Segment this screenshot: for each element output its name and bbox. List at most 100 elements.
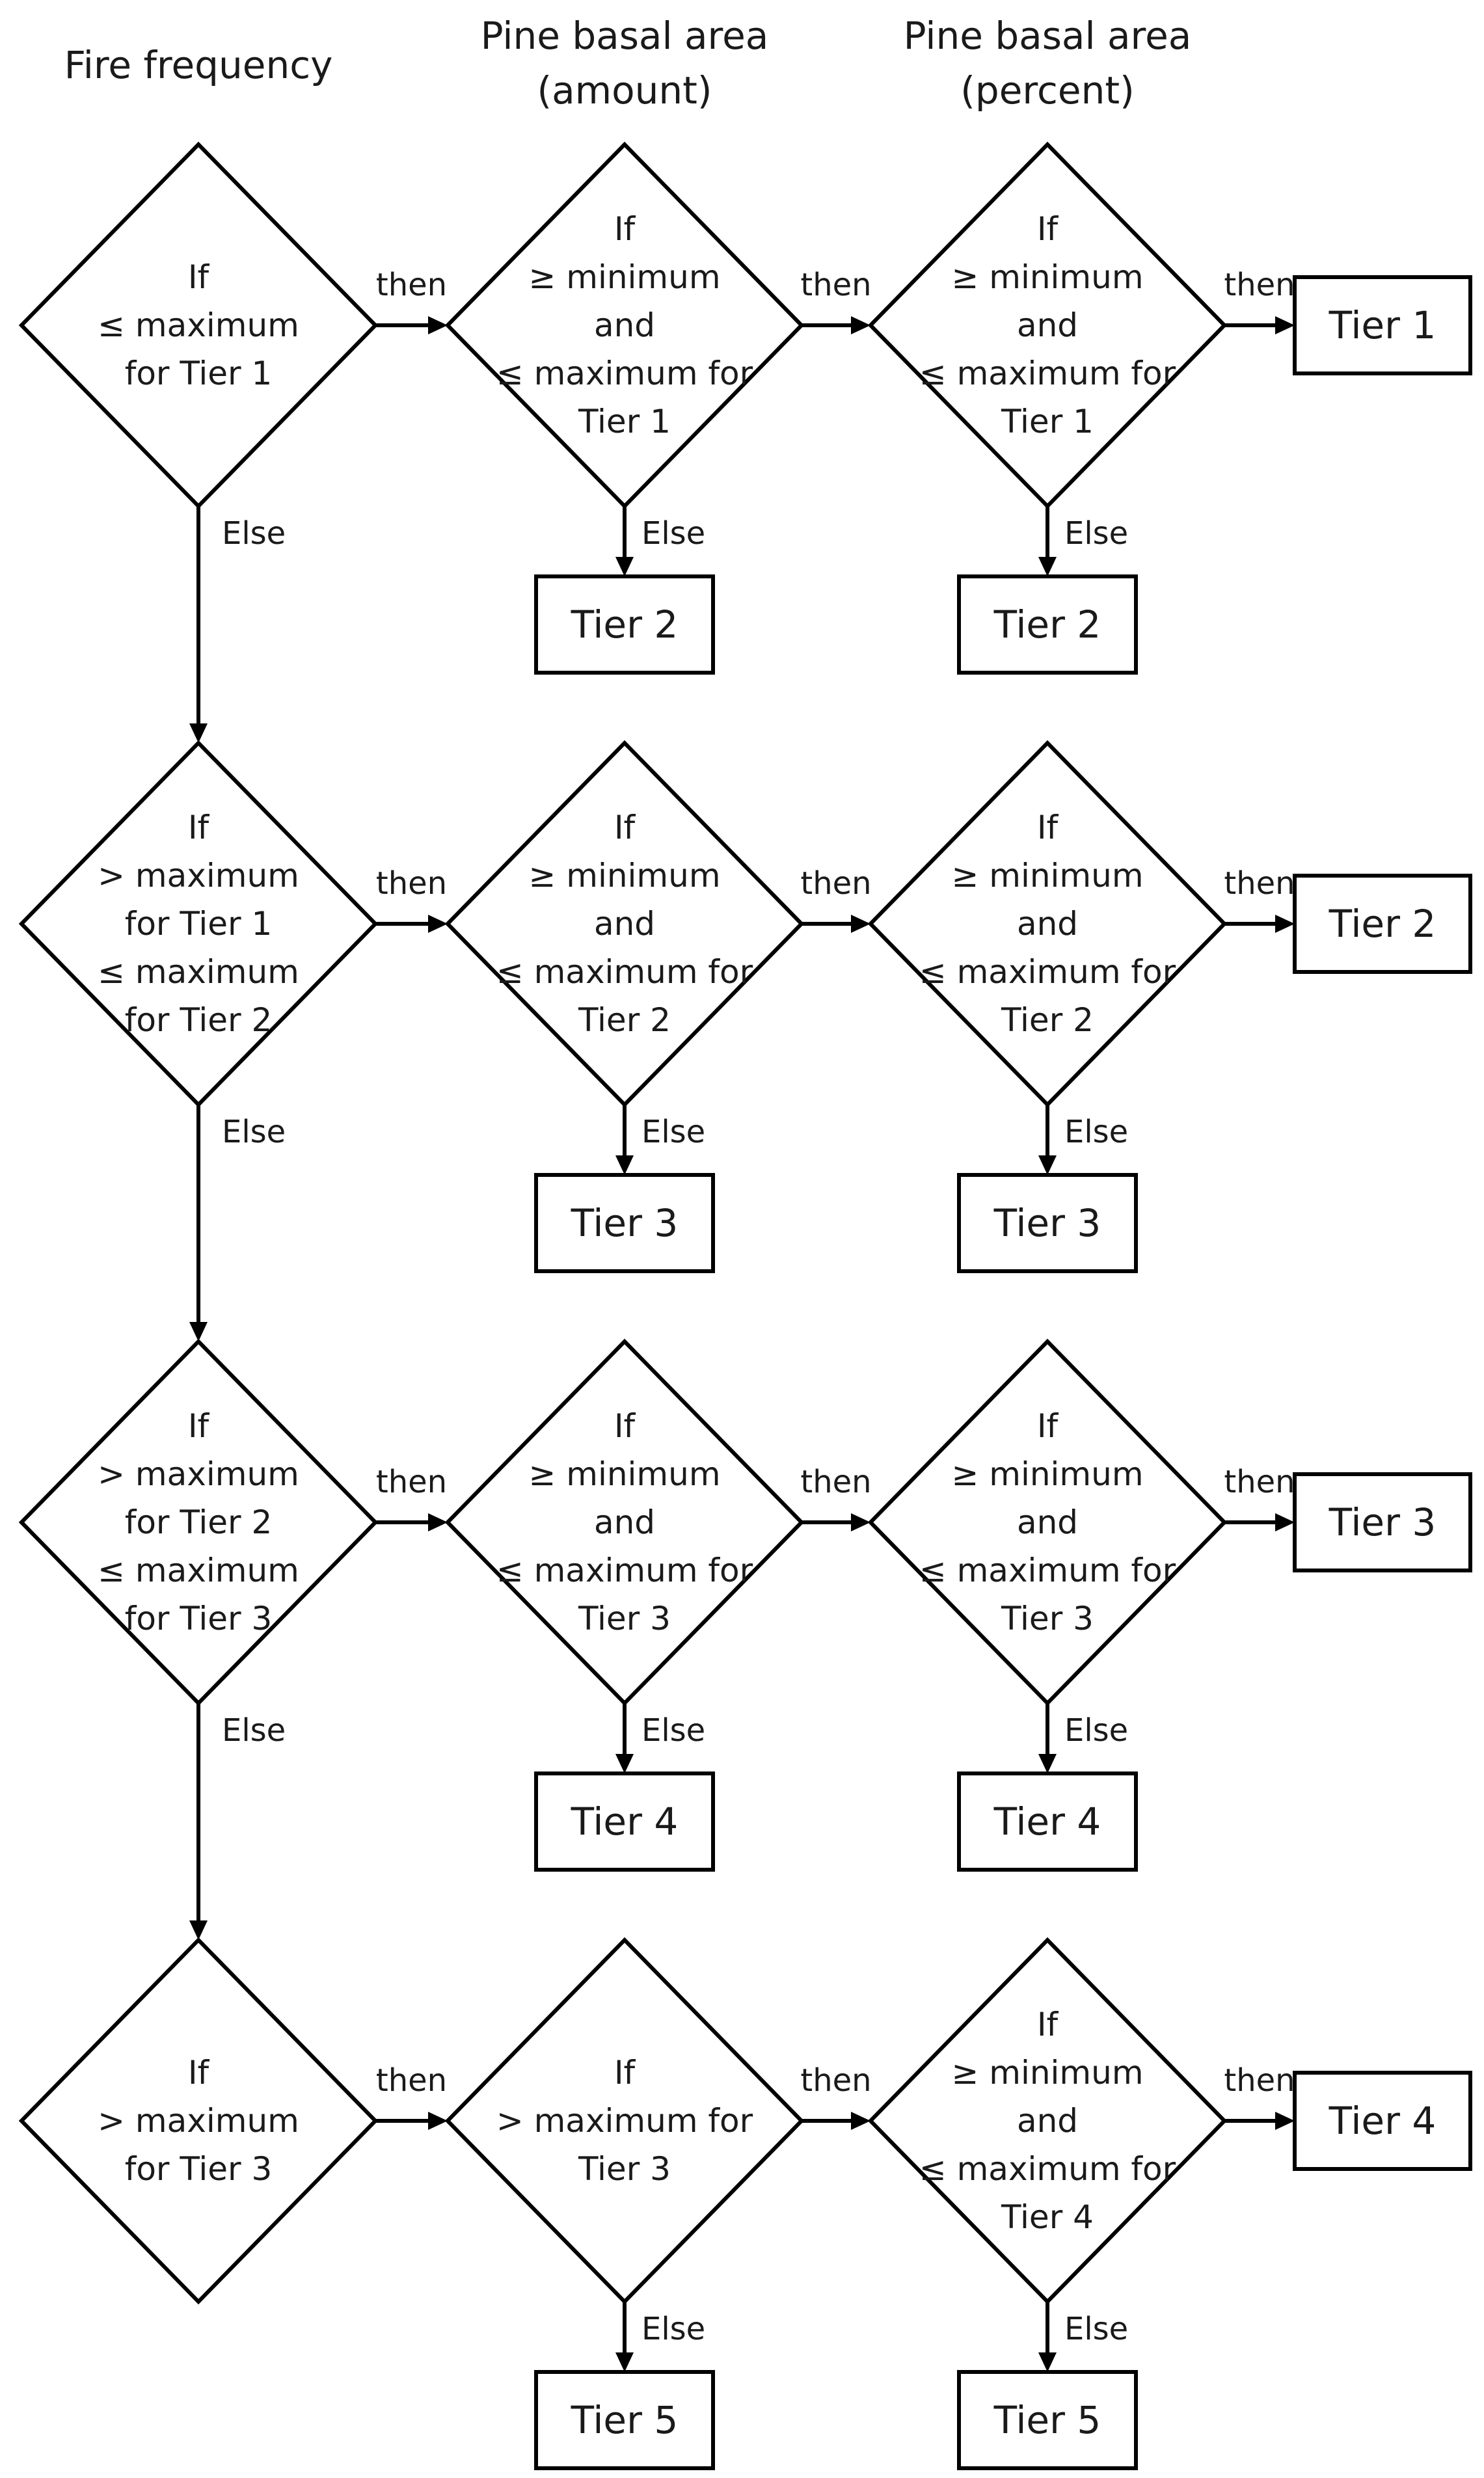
decision-amount-row4 [444, 1937, 805, 2305]
decision-fire-row1-text-line: If [188, 258, 210, 296]
decision-amount-row1-text-line: ≥ minimum [528, 258, 720, 296]
decision-percent-row1 [867, 141, 1228, 509]
else-label-amount-row2: Else [641, 1114, 705, 1150]
else-label-amount-row3: Else [641, 1712, 705, 1749]
else-amount-row2-label: Tier 3 [571, 1201, 679, 1245]
then-label-percent-row4: then [1224, 2062, 1295, 2099]
decision-fire-row2-text-line: If [188, 809, 210, 846]
decision-amount-row3-text-line: If [614, 1407, 636, 1445]
then-arrow-percent-row1-arrowhead [1275, 316, 1295, 334]
header-fire-line: Fire frequency [64, 43, 333, 87]
decision-amount-row1-text-line: and [594, 306, 655, 344]
header-fire: Fire frequency [64, 43, 333, 87]
then-arrow-fire-row2-arrowhead [428, 915, 448, 933]
decision-amount-row4-text-line: If [614, 2054, 636, 2092]
then-arrow-amount-row4-arrowhead [851, 2112, 870, 2130]
decision-fire-row2-text-line: for Tier 1 [125, 905, 273, 943]
decision-percent-row4-text-line: ≤ maximum for [919, 2150, 1176, 2188]
decision-amount-row2-text-line: ≥ minimum [528, 857, 720, 895]
decision-fire-row1-text: If ≤ maximum for Tier 1 [98, 258, 299, 392]
then-arrow-amount-row2-arrowhead [851, 915, 870, 933]
then-arrow-percent-row4-arrowhead [1275, 2112, 1295, 2130]
else-arrow-amount-row3-arrowhead [615, 1754, 634, 1773]
decision-percent-row2-text-line: ≤ maximum for [919, 953, 1176, 991]
else-amount-row2-box [534, 1173, 715, 1273]
decision-percent-row4 [867, 1937, 1228, 2305]
else-label-fire-row1: Else [222, 515, 286, 552]
header-percent-line: (percent) [960, 68, 1134, 113]
decision-percent-row3-text-line: If [1037, 1407, 1059, 1445]
decision-fire-row1-text-line: for Tier 1 [125, 355, 273, 392]
header-amount-line: Pine basal area [481, 14, 769, 58]
else-label-percent-row3: Else [1064, 1712, 1128, 1749]
else-amount-row1-label: Tier 2 [571, 602, 679, 647]
decision-percent-row3 [867, 1338, 1228, 1706]
result-row1-box [1293, 275, 1472, 375]
then-label-fire-row2: then [376, 865, 447, 902]
else-arrow-amount-row4-arrowhead [615, 2352, 634, 2372]
nodes [18, 141, 1472, 2470]
decision-amount-row2-text-line: ≤ maximum for [496, 953, 753, 991]
result-row2-label: Tier 2 [1329, 902, 1437, 946]
then-label-amount-row4: then [800, 2062, 871, 2099]
else-amount-row3-label: Tier 4 [571, 1799, 679, 1844]
decision-fire-row4-text-line: If [188, 2054, 210, 2092]
decision-percent-row2-text-line: Tier 2 [1001, 1001, 1094, 1039]
then-label-amount-row2: then [800, 865, 871, 902]
else-amount-row4-box [534, 2370, 715, 2470]
decision-amount-row2-text-line: Tier 2 [578, 1001, 671, 1039]
then-arrow-fire-row4-arrowhead [428, 2112, 448, 2130]
connectors [189, 316, 1295, 2372]
then-label-percent-row1: then [1224, 267, 1295, 303]
else-percent-row3-box [957, 1771, 1138, 1872]
decision-fire-row3-text-line: > maximum [98, 1455, 299, 1493]
decision-percent-row3-text-line: ≥ minimum [951, 1455, 1143, 1493]
decision-amount-row3 [444, 1338, 805, 1706]
decision-fire-row1-text-line: ≤ maximum [98, 306, 299, 344]
then-arrow-percent-row3-arrowhead [1275, 1513, 1295, 1531]
decision-fire-row4 [18, 1937, 379, 2305]
else-arrow-fire-row3-arrowhead [189, 1920, 208, 1940]
then-label-percent-row3: then [1224, 1464, 1295, 1500]
header-percent-line: Pine basal area [904, 14, 1192, 58]
else-label-percent-row1: Else [1064, 515, 1128, 552]
decision-percent-row4-text-line: and [1017, 2102, 1078, 2140]
else-arrow-amount-row2-arrowhead [615, 1155, 634, 1175]
decision-percent-row2-text-line: If [1037, 809, 1059, 846]
decision-fire-row1 [18, 141, 379, 509]
header-amount: Pine basal area(amount) [481, 14, 769, 113]
decision-amount-row4-text-line: Tier 3 [578, 2150, 671, 2188]
then-arrow-fire-row3-arrowhead [428, 1513, 448, 1531]
decision-percent-row1-text-line: Tier 1 [1001, 403, 1094, 440]
decision-percent-row3-text-line: and [1017, 1503, 1078, 1541]
else-label-amount-row4: Else [641, 2311, 705, 2347]
decision-amount-row1-text-line: Tier 1 [578, 403, 671, 440]
else-arrow-percent-row4-arrowhead [1038, 2352, 1057, 2372]
decision-amount-row2-text-line: If [614, 809, 636, 846]
else-arrow-percent-row3-arrowhead [1038, 1754, 1057, 1773]
decision-amount-row3-text-line: Tier 3 [578, 1600, 671, 1637]
decision-fire-row2 [18, 740, 379, 1108]
decision-amount-row1 [444, 141, 805, 509]
decision-percent-row2-text-line: and [1017, 905, 1078, 943]
decision-percent-row1-text-line: ≤ maximum for [919, 355, 1176, 392]
decision-percent-row2 [867, 740, 1228, 1108]
result-row2-box [1293, 874, 1472, 974]
header-percent: Pine basal area (percent) [904, 14, 1192, 113]
decision-fire-row3-text-line: for Tier 3 [125, 1600, 273, 1637]
else-percent-row1-label: Tier 2 [993, 602, 1101, 647]
decision-percent-row1-text-line: ≥ minimum [951, 258, 1143, 296]
else-arrow-fire-row1-arrowhead [189, 723, 208, 743]
else-label-percent-row2: Else [1064, 1114, 1128, 1150]
decision-percent-row4-text-line: Tier 4 [1001, 2198, 1094, 2236]
